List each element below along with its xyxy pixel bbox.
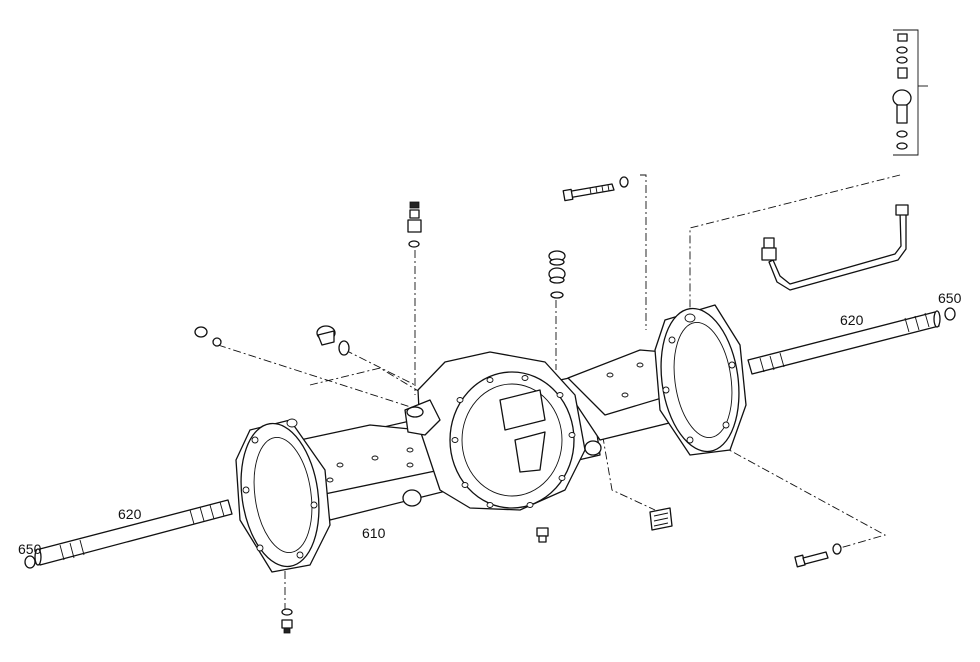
hub-flange-right (654, 304, 747, 456)
valve-stack (892, 29, 928, 156)
sensor-plate (649, 507, 673, 531)
breather-fitting-left (407, 201, 422, 248)
plug-center-bottom (536, 527, 549, 543)
label-housing: 610 (362, 525, 386, 541)
part-labels: 610 620 620 650 650 (18, 290, 962, 557)
label-shaft-left: 620 (118, 506, 142, 522)
drain-plug-bottom (281, 608, 293, 634)
label-shaft-right: 620 (840, 312, 864, 328)
axle-shaft-left (34, 499, 233, 566)
bolt-bottom-right (794, 543, 842, 568)
label-ring-right: 650 (938, 290, 962, 306)
nut-stack-center (548, 250, 566, 299)
axle-shaft-right (747, 310, 941, 375)
assembly-lines (217, 174, 901, 612)
plug-left (194, 326, 222, 347)
bowl-bolt-holes (451, 375, 576, 508)
retaining-ring-right (944, 307, 956, 321)
brake-pipe (761, 204, 909, 291)
label-ring-left: 650 (18, 541, 42, 557)
retaining-ring-left (24, 555, 36, 569)
hub-flange-left (235, 418, 331, 573)
bolt-top (562, 176, 629, 202)
sleeve-left (316, 325, 350, 356)
